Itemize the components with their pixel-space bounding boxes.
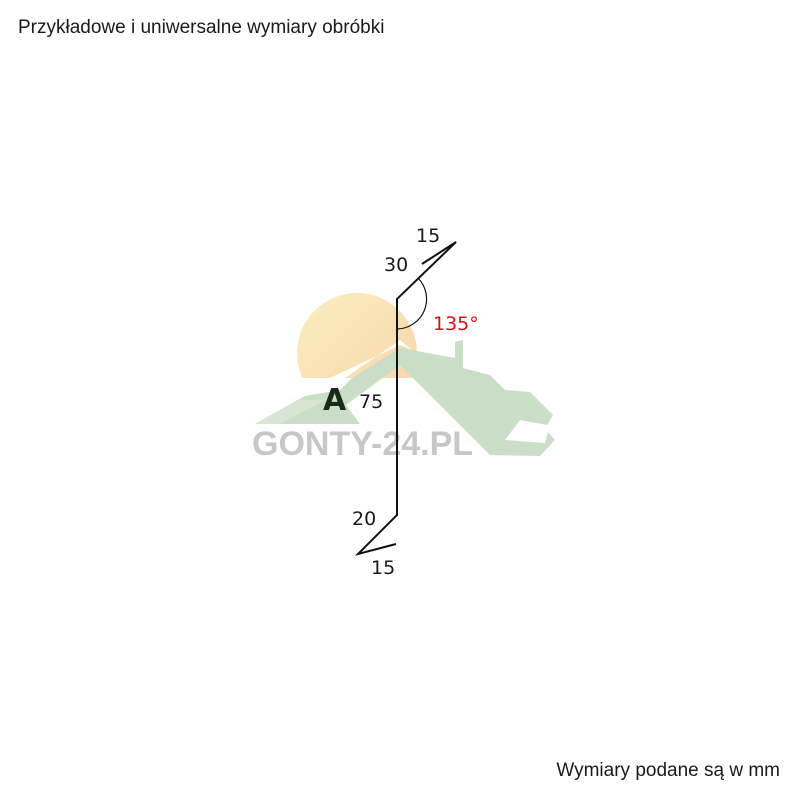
profile-label: A — [323, 383, 347, 418]
watermark-text: GONTY-24.PL — [252, 425, 473, 463]
flashing-profile — [354, 241, 457, 556]
roof-shape — [255, 340, 555, 456]
dim-bottom-flange: 20 — [352, 508, 376, 530]
angle-label: 135° — [433, 313, 479, 335]
dim-top-flange: 30 — [384, 254, 408, 276]
units-note: Wymiary podane są w mm — [556, 760, 780, 781]
watermark-logo: GONTY-24.PL — [252, 293, 555, 463]
page-title: Przykładowe i uniwersalne wymiary obróbk… — [18, 17, 385, 38]
dim-main: 75 — [359, 391, 383, 413]
dim-top-hem: 15 — [416, 225, 440, 247]
angle-arc — [396, 277, 428, 330]
dim-bottom-hem: 15 — [371, 557, 395, 579]
